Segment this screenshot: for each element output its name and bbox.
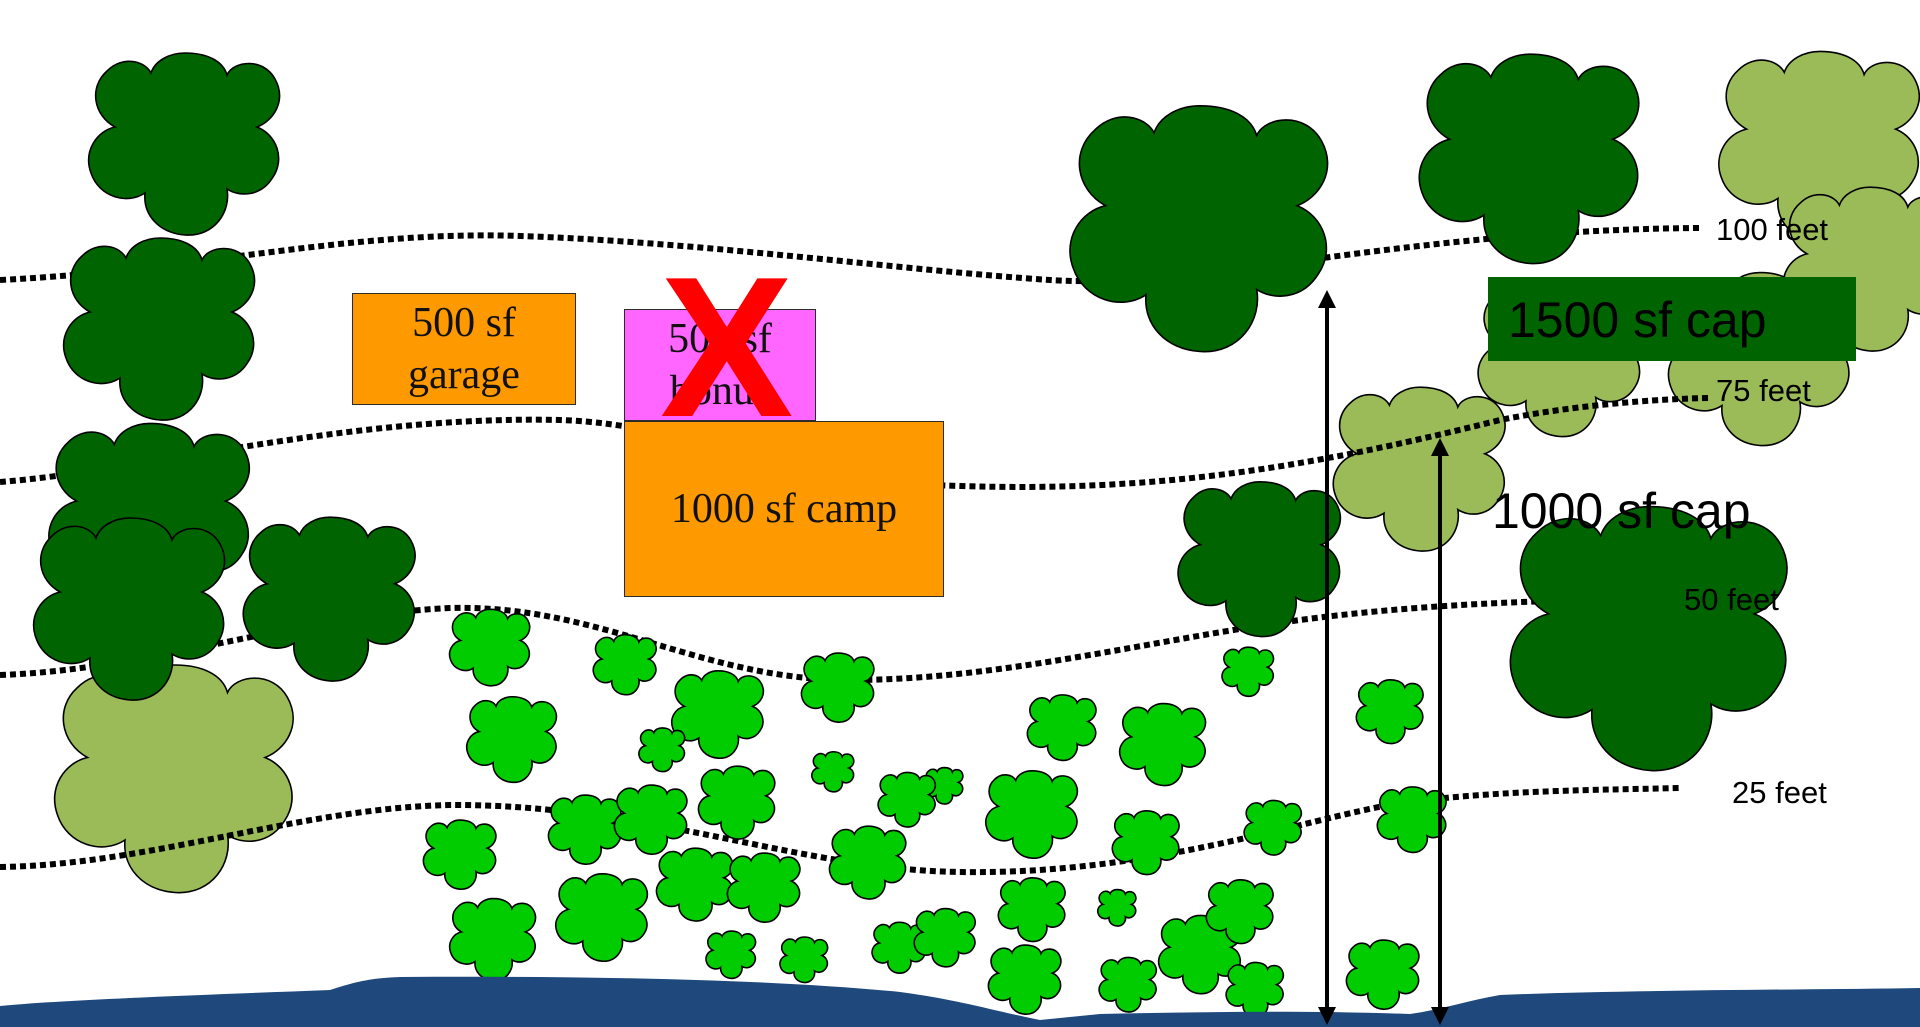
shrub <box>1096 888 1137 927</box>
shrub <box>554 873 649 963</box>
dark-tree <box>62 237 256 421</box>
bonus-box: 500 sf bonus <box>624 309 816 421</box>
shrub <box>705 930 757 980</box>
shrub <box>422 819 497 891</box>
contour-line <box>0 395 1711 490</box>
shrub <box>1376 786 1447 854</box>
shrub <box>1221 646 1275 698</box>
contour-line <box>0 785 1681 876</box>
shrub <box>997 876 1066 943</box>
rejected-x-mark: X <box>660 236 794 459</box>
shrub <box>1243 799 1303 856</box>
dark-tree <box>242 516 416 682</box>
dark-tree <box>1509 505 1788 772</box>
shrub <box>448 608 531 687</box>
shrub <box>1098 956 1158 1013</box>
dark-tree <box>1069 104 1329 353</box>
shrub <box>877 771 937 828</box>
shrub <box>670 670 765 760</box>
contour-label-50: 50 feet <box>1684 582 1779 617</box>
camp-box: 1000 sf camp <box>624 421 944 597</box>
shrub <box>987 944 1062 1016</box>
shrub <box>1026 694 1097 762</box>
shrub <box>1225 961 1285 1018</box>
shrub <box>613 784 688 856</box>
shrub <box>984 770 1079 860</box>
shrub <box>697 765 776 840</box>
garage-box: 500 sf garage <box>352 293 576 405</box>
shrub <box>779 936 829 984</box>
shrub <box>726 852 801 924</box>
bonus-label: 500 sf bonus <box>668 315 772 415</box>
dark-tree <box>1177 480 1342 638</box>
setback-arrows <box>1318 290 1449 1025</box>
shrub <box>448 897 537 982</box>
contour-line <box>0 225 1701 285</box>
cap-1000-label: 1000 sf cap <box>1492 483 1751 539</box>
shrub <box>638 727 686 773</box>
shrub <box>1118 702 1207 787</box>
contour-label-25: 25 feet <box>1732 775 1827 810</box>
water-body <box>0 976 1920 1027</box>
light-tree <box>1332 386 1506 552</box>
shrub <box>800 652 875 724</box>
contour-label-75: 75 feet <box>1716 373 1811 408</box>
cap-1500-label: 1500 sf cap <box>1488 277 1856 361</box>
shrub <box>1355 678 1424 745</box>
garage-label: 500 sf garage <box>408 299 520 399</box>
shrub <box>547 794 622 866</box>
contour-label-100: 100 feet <box>1716 212 1829 247</box>
shrub <box>1111 809 1180 876</box>
camp-label: 1000 sf camp <box>670 485 898 532</box>
shrub <box>655 847 734 922</box>
shrub <box>811 750 855 793</box>
shrub <box>1345 939 1420 1011</box>
shrub <box>828 825 907 900</box>
shrub <box>592 633 657 696</box>
dark-tree <box>87 52 281 236</box>
shrub <box>465 695 558 784</box>
